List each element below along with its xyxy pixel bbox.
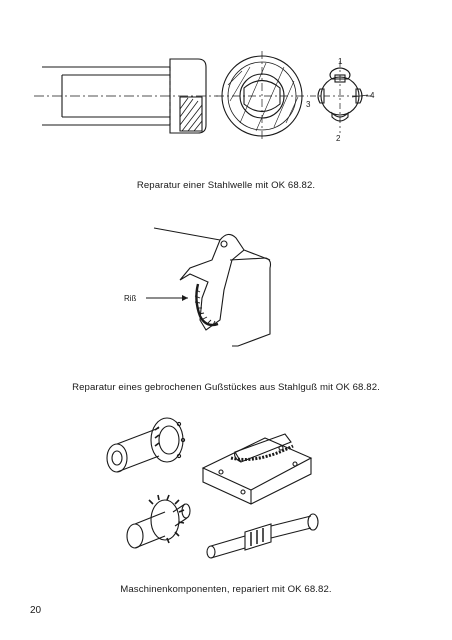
figure-machine-components	[106, 417, 319, 559]
shaft-side-view	[34, 58, 218, 134]
flanged-shaft	[106, 417, 186, 473]
weld-sequence-view	[310, 61, 375, 133]
shaft-end-view	[216, 51, 308, 141]
weld-order-label-2: 2	[336, 134, 341, 143]
page-number: 20	[30, 605, 42, 616]
splined-shaft	[206, 513, 319, 559]
welded-block	[201, 433, 313, 505]
figure-shaft-repair: 1 2 3 4	[34, 51, 375, 143]
figure-3-caption: Maschinenkomponenten, repariert mit OK 6…	[120, 584, 332, 595]
weld-order-label-4: 4	[370, 91, 375, 100]
crack-label: Riß	[124, 294, 137, 303]
figure-1-caption: Reparatur einer Stahlwelle mit OK 68.82.	[136, 180, 316, 191]
weld-order-label-1: 1	[338, 57, 343, 66]
gear-shaft	[126, 494, 191, 549]
figure-casting-repair: Riß	[124, 227, 272, 347]
weld-order-label-3: 3	[306, 100, 311, 109]
figure-2-caption: Reparatur eines gebrochenen Gußstückes a…	[72, 382, 380, 393]
